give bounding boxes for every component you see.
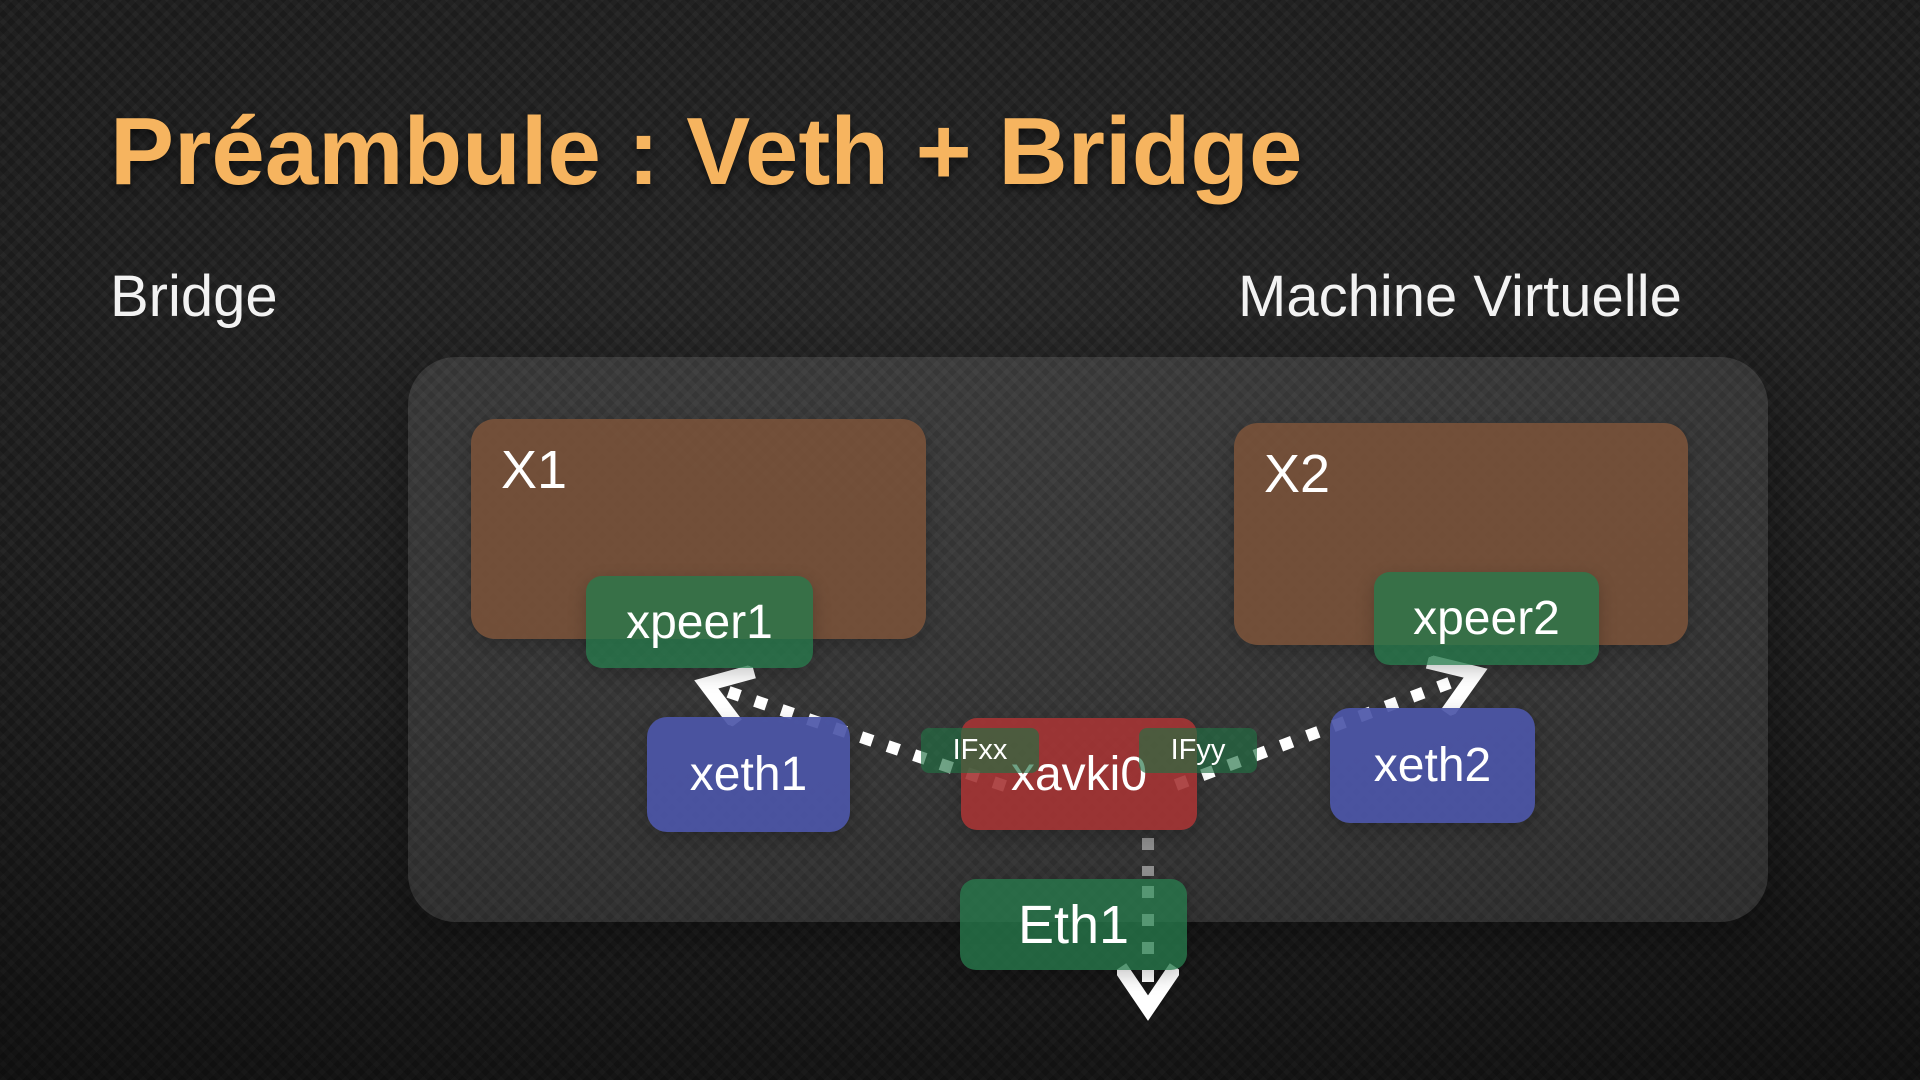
eth1-label: Eth1 — [1017, 894, 1130, 955]
xeth1-label: xeth1 — [689, 748, 808, 801]
xeth2-label: xeth2 — [1373, 739, 1492, 792]
ifxx-label: IFxx — [952, 734, 1008, 766]
vm-section-label: Machine Virtuelle — [1238, 264, 1682, 329]
xpeer2-label: xpeer2 — [1413, 592, 1560, 645]
xpeer1-box: xpeer1 — [586, 576, 813, 668]
ifyy-label: IFyy — [1170, 734, 1226, 766]
ifyy-box: IFyy — [1139, 728, 1257, 773]
xeth2-box: xeth2 — [1330, 708, 1535, 823]
xpeer1-label: xpeer1 — [626, 595, 773, 649]
slide-title: Préambule : Veth + Bridge — [110, 98, 1303, 205]
namespace-x2-label: X2 — [1264, 444, 1331, 504]
xeth1-box: xeth1 — [647, 717, 850, 832]
bridge-section-label: Bridge — [110, 264, 278, 329]
xpeer2-box: xpeer2 — [1374, 572, 1599, 665]
namespace-x1-label: X1 — [501, 440, 568, 500]
ifxx-box: IFxx — [921, 728, 1039, 773]
eth1-box: Eth1 — [960, 879, 1187, 970]
